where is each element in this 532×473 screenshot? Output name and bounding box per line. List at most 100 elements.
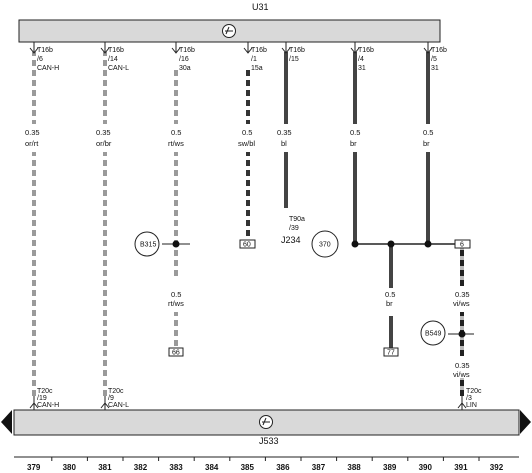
svg-text:LIN: LIN <box>466 402 477 409</box>
wire-390-upper <box>426 52 430 124</box>
wire-spec-391-upper: 0.35 vi/ws <box>453 290 470 308</box>
svg-text:0.5: 0.5 <box>171 290 181 299</box>
ref-66-label: 66 <box>172 350 180 357</box>
grid-number: 384 <box>205 463 219 472</box>
svg-text:/6: /6 <box>37 56 43 63</box>
svg-text:/1: /1 <box>251 56 257 63</box>
svg-text:CAN-H: CAN-H <box>37 65 59 72</box>
ref-60-label: 60 <box>243 242 251 249</box>
grid-number: 391 <box>454 463 468 472</box>
svg-text:0.35: 0.35 <box>455 290 470 299</box>
svg-text:0.5: 0.5 <box>242 128 252 137</box>
wire-spec-386: 0.35 bl <box>277 128 292 148</box>
ref-77-label: 77 <box>387 350 395 357</box>
pin-label-391-bottom: T20c /3 LIN <box>466 388 482 409</box>
wire-391-lower <box>460 378 464 396</box>
svg-text:0.35: 0.35 <box>96 128 111 137</box>
svg-text:0.5: 0.5 <box>350 128 360 137</box>
svg-text:31: 31 <box>358 65 366 72</box>
svg-text:br: br <box>423 139 430 148</box>
junction-b549-label: B549 <box>425 331 441 338</box>
svg-text:vi/ws: vi/ws <box>453 370 470 379</box>
wire-spec-390: 0.5 br <box>423 128 433 148</box>
ref-box-77 <box>383 347 399 357</box>
right-arrow-icon <box>520 410 531 434</box>
j234-label: J234 <box>281 235 301 245</box>
svg-text:T16b: T16b <box>289 47 305 54</box>
wire-388-lower <box>353 152 357 244</box>
pin-label-386-top: T16b /15 <box>289 47 305 63</box>
grid-number: 382 <box>134 463 148 472</box>
svg-text:T20c: T20c <box>466 388 482 395</box>
junction-dot <box>458 330 466 338</box>
wire-389-upper <box>389 244 393 288</box>
pin-label-383-top: T16b /16 30a <box>179 47 195 72</box>
ref-box-66 <box>168 347 184 357</box>
svg-text:rt/ws: rt/ws <box>168 299 184 308</box>
wire-385-upper <box>246 70 250 124</box>
junction-b549 <box>420 320 446 346</box>
wire-spec-388: 0.5 br <box>350 128 360 148</box>
ground-symbol-icon <box>222 24 236 38</box>
wire-spec-383: 0.5 rt/ws <box>168 128 184 148</box>
grid-number: 388 <box>347 463 361 472</box>
j234-pin-label: T90a /39 <box>289 216 305 232</box>
wire-383-middle <box>174 152 178 280</box>
svg-text:bl: bl <box>281 139 287 148</box>
wire-388-upper <box>353 52 357 124</box>
svg-text:T90a: T90a <box>289 216 305 223</box>
svg-text:0.35: 0.35 <box>277 128 292 137</box>
pin-label-385-top: T16b /1 15a <box>251 47 267 72</box>
svg-text:T20c: T20c <box>108 388 124 395</box>
svg-text:0.5: 0.5 <box>171 128 181 137</box>
svg-text:0.35: 0.35 <box>25 128 40 137</box>
junction-370-label: 370 <box>319 242 331 249</box>
junction-dot <box>424 240 432 248</box>
svg-text:CAN-H: CAN-H <box>37 402 59 409</box>
wire-390-lower <box>426 152 430 244</box>
ref-6-label: 6 <box>460 242 464 249</box>
pin-arrows-top <box>29 42 433 54</box>
wire-spec-389: 0.5 br <box>385 290 395 308</box>
wire-spec-383-lower: 0.5 rt/ws <box>168 290 184 308</box>
wire-spec-381: 0.35 or/br <box>96 128 112 148</box>
svg-text:T16b: T16b <box>358 47 374 54</box>
svg-text:/5: /5 <box>431 56 437 63</box>
grid-number: 387 <box>312 463 326 472</box>
junction-dot <box>172 240 180 248</box>
junction-b315 <box>134 231 160 257</box>
svg-text:15a: 15a <box>251 65 263 72</box>
svg-text:T16b: T16b <box>108 47 124 54</box>
svg-text:/15: /15 <box>289 56 299 63</box>
junction-dot <box>351 240 359 248</box>
pin-label-390-top: T16b /5 31 <box>431 47 447 72</box>
ref-box-6 <box>454 239 471 249</box>
left-arrow-icon <box>1 410 12 434</box>
ground-symbol-icon <box>259 415 273 429</box>
grid-number: 392 <box>490 463 504 472</box>
junction-b315-label: B315 <box>140 242 156 249</box>
svg-text:/14: /14 <box>108 56 118 63</box>
svg-text:/4: /4 <box>358 56 364 63</box>
svg-text:T20c: T20c <box>37 388 53 395</box>
ref-box-60 <box>239 239 256 249</box>
wire-spec-379: 0.35 or/rt <box>25 128 40 148</box>
pin-label-379-top: T16b /6 CAN-H <box>37 47 59 72</box>
wire-389-lower <box>389 316 393 348</box>
svg-text:T16b: T16b <box>37 47 53 54</box>
svg-text:/19: /19 <box>37 395 47 402</box>
wire-spec-385: 0.5 sw/bl <box>238 128 255 148</box>
svg-text:or/rt: or/rt <box>25 139 39 148</box>
pin-label-381-top: T16b /14 CAN-L <box>108 47 129 72</box>
wire-383-lower <box>174 312 178 348</box>
wire-391-upper <box>460 248 464 286</box>
pin-label-381-bottom: T20c /9 CAN-L <box>108 388 129 409</box>
svg-text:br: br <box>386 299 393 308</box>
svg-text:sw/bl: sw/bl <box>238 139 255 148</box>
wire-379-lower <box>32 152 36 396</box>
grid-number: 381 <box>98 463 112 472</box>
svg-text:/3: /3 <box>466 395 472 402</box>
wire-383-upper <box>174 70 178 124</box>
